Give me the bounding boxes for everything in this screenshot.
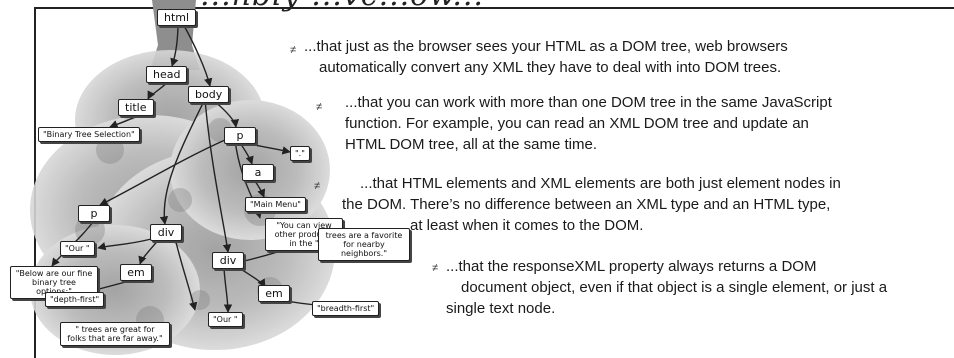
node-main-menu-text: "Main Menu" — [245, 197, 306, 212]
page-heading-fragment: ...nbly ...vc...ow... — [200, 0, 484, 13]
node-depth-text: "depth-first" — [45, 292, 105, 307]
fact-4-line-3: single text node. — [446, 300, 556, 317]
fact-3-line-1: ...that HTML elements and XML elements a… — [360, 175, 841, 192]
node-body: body — [188, 86, 230, 103]
node-our1-text: "Our " — [60, 241, 95, 256]
fact-1-line-2: automatically convert any XML they have … — [319, 59, 782, 76]
fact-4-line-1: ...that the responseXML property always … — [446, 258, 817, 275]
node-title-text: "Binary Tree Selection" — [38, 127, 140, 142]
node-div2: div — [212, 252, 244, 269]
node-great-text: " trees are great for folks that are far… — [60, 322, 170, 346]
node-p2: p — [78, 205, 110, 222]
node-our2-text: "Our " — [208, 312, 243, 327]
fact-2-bullet: ≠ — [316, 101, 323, 113]
fact-2-line-1: ...that you can work with more than one … — [345, 94, 832, 111]
fact-2-line-3: HTML DOM tree, all at the same time. — [345, 136, 598, 153]
node-head: head — [146, 66, 188, 83]
fact-1-bullet: ≠ — [290, 44, 297, 56]
fact-3-line-2: the DOM. There’s no difference between a… — [342, 196, 831, 213]
page-frame — [34, 7, 954, 358]
node-view-text: "You can view other products in the " — [265, 218, 343, 251]
node-a: a — [242, 164, 274, 181]
node-breadth-text: "breadth-first" — [312, 301, 380, 316]
fact-4-bullet: ≠ — [432, 262, 439, 274]
fact-4-line-2: document object, even if that object is … — [461, 279, 888, 296]
fact-1-line-1: ...that just as the browser sees your HT… — [304, 38, 788, 55]
node-p1: p — [224, 127, 256, 144]
node-em1: em — [120, 264, 152, 281]
fact-3-bullet: ≠ — [314, 180, 321, 192]
node-dot-text: "." — [290, 146, 310, 161]
node-favorite-text: trees are a favorite for nearby neighbor… — [318, 228, 410, 261]
fact-2-line-2: function. For example, you can read an X… — [345, 115, 809, 132]
node-html: html — [157, 9, 197, 26]
fact-3-line-3: at least when it comes to the DOM. — [410, 217, 644, 234]
node-div1: div — [150, 224, 182, 241]
node-em2: em — [258, 285, 290, 302]
node-title: title — [118, 99, 154, 116]
